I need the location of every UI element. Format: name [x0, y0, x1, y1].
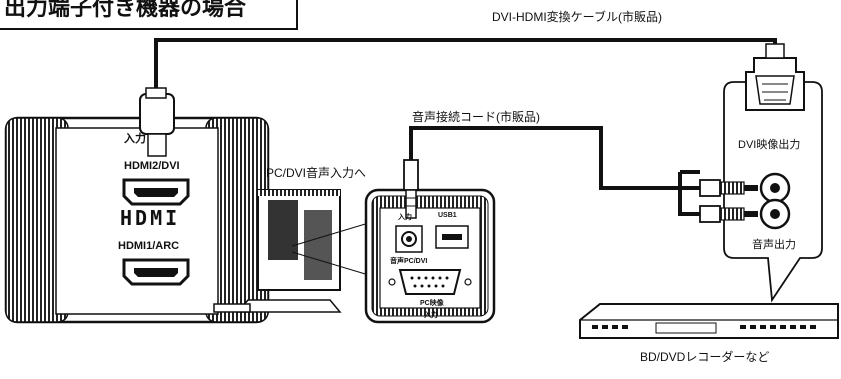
page-title: 出力端子付き機器の場合: [4, 0, 247, 20]
audio-cable-branch: [678, 172, 700, 216]
hdmi-logo: HDMI: [120, 206, 181, 230]
audio-out-label: 音声出力: [752, 239, 796, 251]
pc-panel-input-bottom: 入力: [424, 312, 438, 319]
dvi-video-out-label: DVI映像出力: [738, 139, 801, 151]
audio-cable: [409, 126, 700, 190]
audio-mini-plug: [403, 159, 419, 191]
bd-dvd-recorder-label: BD/DVDレコーダーなど: [640, 350, 770, 364]
rca-plug-lower: [699, 205, 758, 223]
audio-jack-label: 音声PC/DVI: [390, 258, 428, 265]
title-box: 出力端子付き機器の場合: [0, 0, 298, 30]
pc-video-label: PC映像: [420, 300, 444, 307]
pc-panel-input-top: 入力: [398, 214, 412, 221]
dvi-hdmi-cable-label: DVI-HDMI変換ケーブル(市販品): [492, 10, 662, 24]
audio-cord-label: 音声接続コード(市販品): [412, 110, 540, 124]
dvi-hdmi-cable: [154, 38, 777, 90]
rca-plug-upper: [699, 179, 758, 197]
hdmi-plug: [139, 93, 175, 135]
hdmi2-label: HDMI2/DVI: [124, 160, 180, 172]
usb-label: USB1: [438, 212, 457, 219]
pc-vga-port: [398, 269, 462, 295]
hdmi1-label: HDMI1/ARC: [118, 240, 180, 252]
bd-dvd-recorder: [579, 303, 839, 339]
pc-dvi-audio-in-label: PC/DVI音声入力へ: [266, 166, 367, 180]
tv-input-label: 入力: [124, 133, 146, 145]
